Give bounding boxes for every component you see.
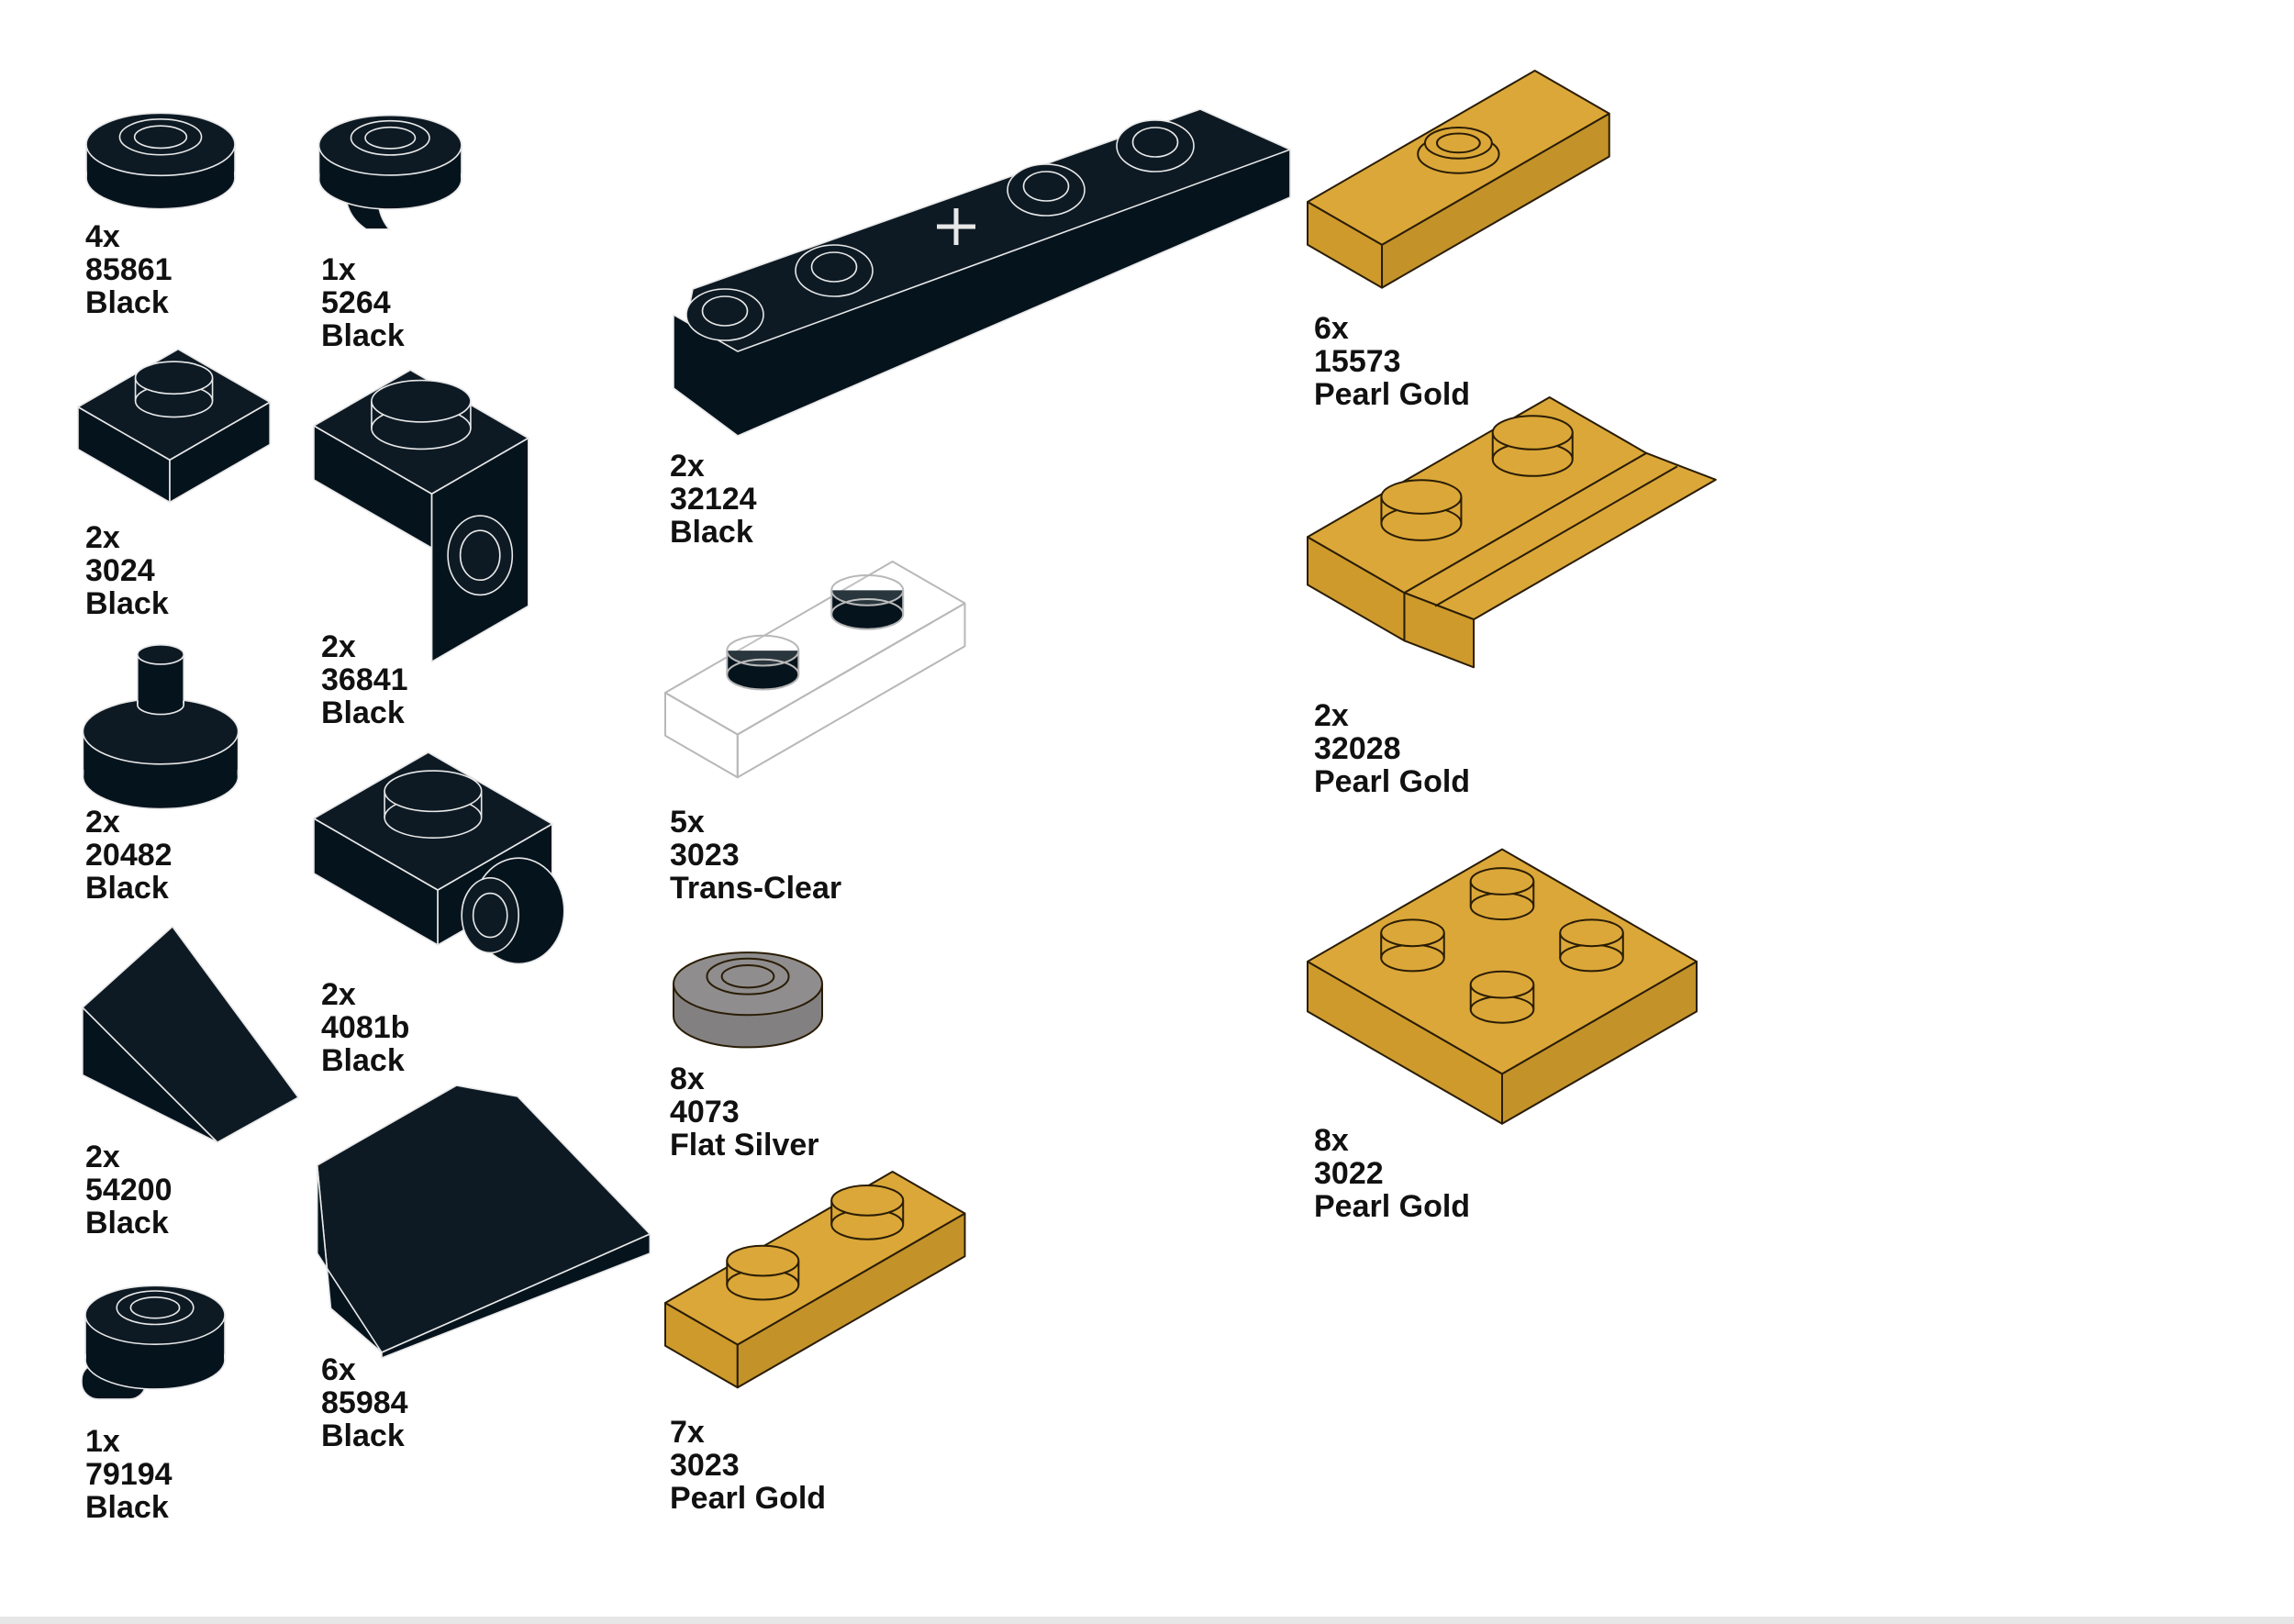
part-label: 8x 4073 Flat Silver: [670, 1062, 819, 1162]
part-label: 6x 85984 Black: [321, 1353, 408, 1452]
part-number: 85861: [85, 252, 173, 287]
part-image: [1307, 70, 1610, 289]
part-label: 2x 3024 Black: [85, 521, 169, 620]
part-quantity: 8x: [1314, 1123, 1349, 1158]
part-color: Black: [85, 285, 169, 320]
part-color: Flat Silver: [670, 1128, 819, 1162]
part-image: [673, 951, 823, 1049]
part-image: [316, 1085, 651, 1359]
part-color: Pearl Gold: [1314, 1189, 1471, 1224]
part-number: 85984: [321, 1385, 408, 1420]
part-number: 3023: [670, 1448, 740, 1483]
part-image: [317, 114, 462, 230]
part-color: Black: [321, 1043, 405, 1078]
part-number: 32124: [670, 482, 757, 517]
part-number: 36841: [321, 662, 408, 697]
page-bottom-edge: [0, 1617, 2294, 1624]
part-quantity: 2x: [321, 977, 356, 1012]
part-quantity: 2x: [670, 449, 705, 484]
part-number: 5264: [321, 285, 391, 320]
part-color: Trans-Clear: [670, 871, 842, 906]
part-number: 20482: [85, 838, 173, 873]
part-quantity: 7x: [670, 1415, 705, 1450]
part-color: Black: [85, 871, 169, 906]
part-image: [82, 926, 299, 1143]
part-label: 1x 5264 Black: [321, 253, 405, 352]
part-number: 3024: [85, 553, 155, 588]
part-image: [77, 348, 271, 504]
part-label: 4x 85861 Black: [85, 220, 173, 319]
part-quantity: 8x: [670, 1062, 705, 1096]
part-image: [82, 644, 239, 810]
part-quantity: 6x: [1314, 311, 1349, 346]
part-label: 2x 32028 Pearl Gold: [1314, 699, 1470, 798]
part-number: 3022: [1314, 1156, 1384, 1191]
part-label: 2x 32124 Black: [670, 450, 757, 549]
part-image: [85, 112, 236, 210]
part-quantity: 2x: [1314, 698, 1349, 733]
part-label: 2x 20482 Black: [85, 806, 173, 905]
part-number: 32028: [1314, 731, 1401, 766]
part-number: 4081b: [321, 1010, 410, 1045]
part-label: 2x 4081b Black: [321, 978, 409, 1077]
part-color: Pearl Gold: [670, 1481, 827, 1516]
part-color: Black: [670, 515, 753, 550]
part-label: 2x 54200 Black: [85, 1140, 173, 1240]
part-image: [1307, 848, 1698, 1125]
part-color: Black: [85, 586, 169, 621]
part-quantity: 6x: [321, 1352, 356, 1387]
part-number: 54200: [85, 1173, 173, 1207]
part-quantity: 4x: [85, 219, 120, 254]
part-image: [664, 561, 966, 779]
part-number: 79194: [85, 1457, 173, 1492]
part-image: [81, 1285, 226, 1400]
part-color: Black: [321, 695, 405, 730]
part-label: 5x 3023 Trans-Clear: [670, 806, 841, 905]
part-label: 7x 3023 Pearl Gold: [670, 1416, 826, 1515]
part-image: [1307, 395, 1717, 669]
part-label: 6x 15573 Pearl Gold: [1314, 312, 1470, 411]
part-color: Pearl Gold: [1314, 377, 1471, 412]
part-color: Black: [321, 318, 405, 353]
part-label: 2x 36841 Black: [321, 630, 408, 729]
part-label: 8x 3022 Pearl Gold: [1314, 1124, 1470, 1223]
part-quantity: 2x: [85, 805, 120, 840]
part-image: [673, 108, 1291, 437]
part-image: [664, 1171, 966, 1389]
part-color: Black: [85, 1206, 169, 1240]
part-quantity: 5x: [670, 805, 705, 840]
part-quantity: 1x: [321, 252, 356, 287]
part-number: 4073: [670, 1095, 740, 1129]
part-number: 15573: [1314, 344, 1401, 379]
part-color: Black: [321, 1418, 405, 1453]
part-color: Black: [85, 1490, 169, 1525]
part-quantity: 1x: [85, 1424, 120, 1459]
part-image: [313, 369, 529, 662]
part-quantity: 2x: [321, 629, 356, 664]
part-image: [313, 751, 565, 965]
part-number: 3023: [670, 838, 740, 873]
part-label: 1x 79194 Black: [85, 1425, 173, 1524]
part-color: Pearl Gold: [1314, 764, 1471, 799]
part-quantity: 2x: [85, 520, 120, 555]
part-quantity: 2x: [85, 1140, 120, 1174]
